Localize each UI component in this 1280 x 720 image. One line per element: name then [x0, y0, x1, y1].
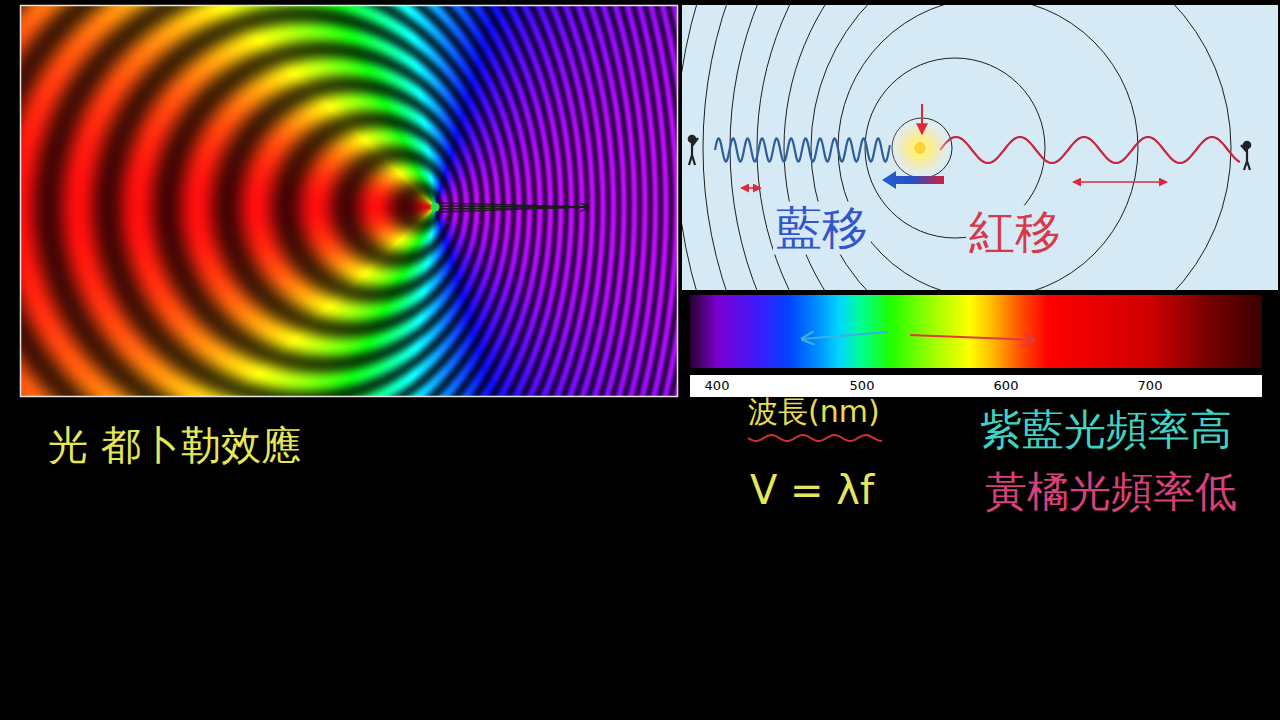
star-glow	[888, 116, 952, 180]
wavefront-circle	[730, 5, 1278, 290]
observer-figure	[689, 136, 698, 165]
axis-tick-label: 500	[850, 379, 875, 394]
wavelength-marker	[741, 187, 761, 189]
wavefront-circle	[757, 5, 1278, 290]
panel-border	[21, 6, 678, 397]
frequency-note: 黃橘光頻率低	[985, 468, 1237, 516]
wavefront-circles	[682, 5, 1278, 290]
arrow-stroke	[440, 207, 588, 212]
frequency-note: 紫藍光頻率高	[980, 406, 1232, 454]
wave-source-dot	[431, 203, 440, 212]
axis-tick-label: 400	[705, 379, 730, 394]
axis-tick-label: 700	[1138, 379, 1163, 394]
redshifted-wave	[940, 137, 1240, 163]
doppler-wave-pattern	[21, 6, 677, 396]
visible-spectrum	[690, 295, 1262, 368]
motion-arrow	[882, 171, 944, 189]
wavefront-circle	[838, 5, 1138, 290]
topic-heading: 光 都卜勒效應	[48, 422, 301, 468]
wavelength-axis	[690, 375, 1262, 397]
axis-unit-note: 波長(nm)	[748, 395, 880, 430]
observer-body	[1241, 145, 1250, 170]
wave-equation: V = λf	[750, 467, 874, 513]
wavefront-circle	[682, 5, 1278, 290]
wavy-underline	[748, 435, 882, 441]
redshift-arrow	[910, 335, 1034, 340]
pointer-arrow	[921, 104, 923, 134]
wave-panel-ground	[21, 6, 677, 396]
velocity-arrow	[431, 203, 589, 213]
axis-tick-label: 600	[994, 379, 1019, 394]
observer-head	[1244, 142, 1250, 148]
redshift-panel	[682, 5, 1278, 290]
blueshift-label: 藍移	[773, 202, 871, 255]
star	[914, 142, 926, 154]
light-waves	[715, 137, 1240, 163]
wavelength-marker	[1073, 181, 1167, 183]
arrow-stroke	[440, 203, 588, 207]
observers	[689, 136, 1250, 170]
blueshifted-wave	[715, 138, 890, 161]
wavefront-circle	[703, 5, 1278, 290]
redshift-label: 紅移	[966, 206, 1064, 259]
blueshift-arrow	[802, 332, 888, 339]
observer-body	[689, 138, 698, 165]
observer-figure	[1241, 142, 1250, 170]
